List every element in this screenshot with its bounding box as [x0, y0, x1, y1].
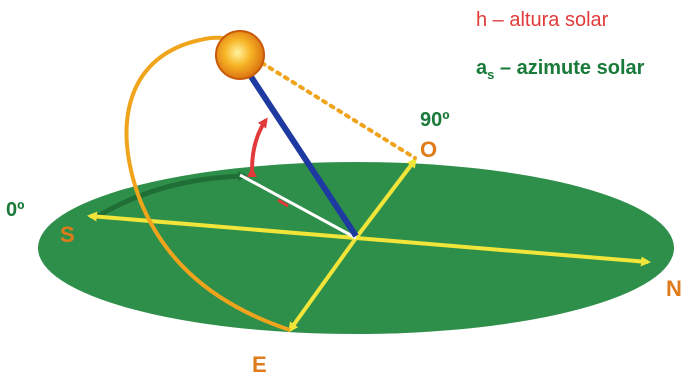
- east-label: E: [252, 352, 267, 376]
- azimuth-mark: [277, 198, 289, 208]
- zero-degree-label: 0º: [6, 199, 24, 221]
- north-label: N: [666, 276, 682, 301]
- west-axis: [354, 157, 417, 240]
- sun-path: [124, 33, 291, 332]
- altitude-legend: h – altura solar: [476, 9, 609, 31]
- altitude-arrow: [246, 117, 268, 178]
- azimuth-subscript: s: [487, 67, 494, 82]
- azimuth-symbol: a: [476, 57, 488, 79]
- south-north-axis: [87, 211, 357, 240]
- west-label: O: [420, 137, 437, 162]
- sun-ray: [241, 64, 359, 238]
- azimuth-text: – azimute solar: [494, 57, 644, 79]
- azimuth-legend: as – azimute solar: [476, 57, 645, 82]
- north-axis: [355, 236, 651, 267]
- sun-to-west-dotted: [260, 61, 417, 160]
- ninety-degree-label: 90º: [420, 109, 450, 131]
- south-label: S: [60, 222, 75, 247]
- east-axis: [288, 236, 358, 333]
- sun-projection-line: [239, 173, 357, 240]
- sun-icon: [215, 30, 265, 80]
- ground-plane: [38, 162, 674, 334]
- azimuth-arc: [93, 171, 248, 221]
